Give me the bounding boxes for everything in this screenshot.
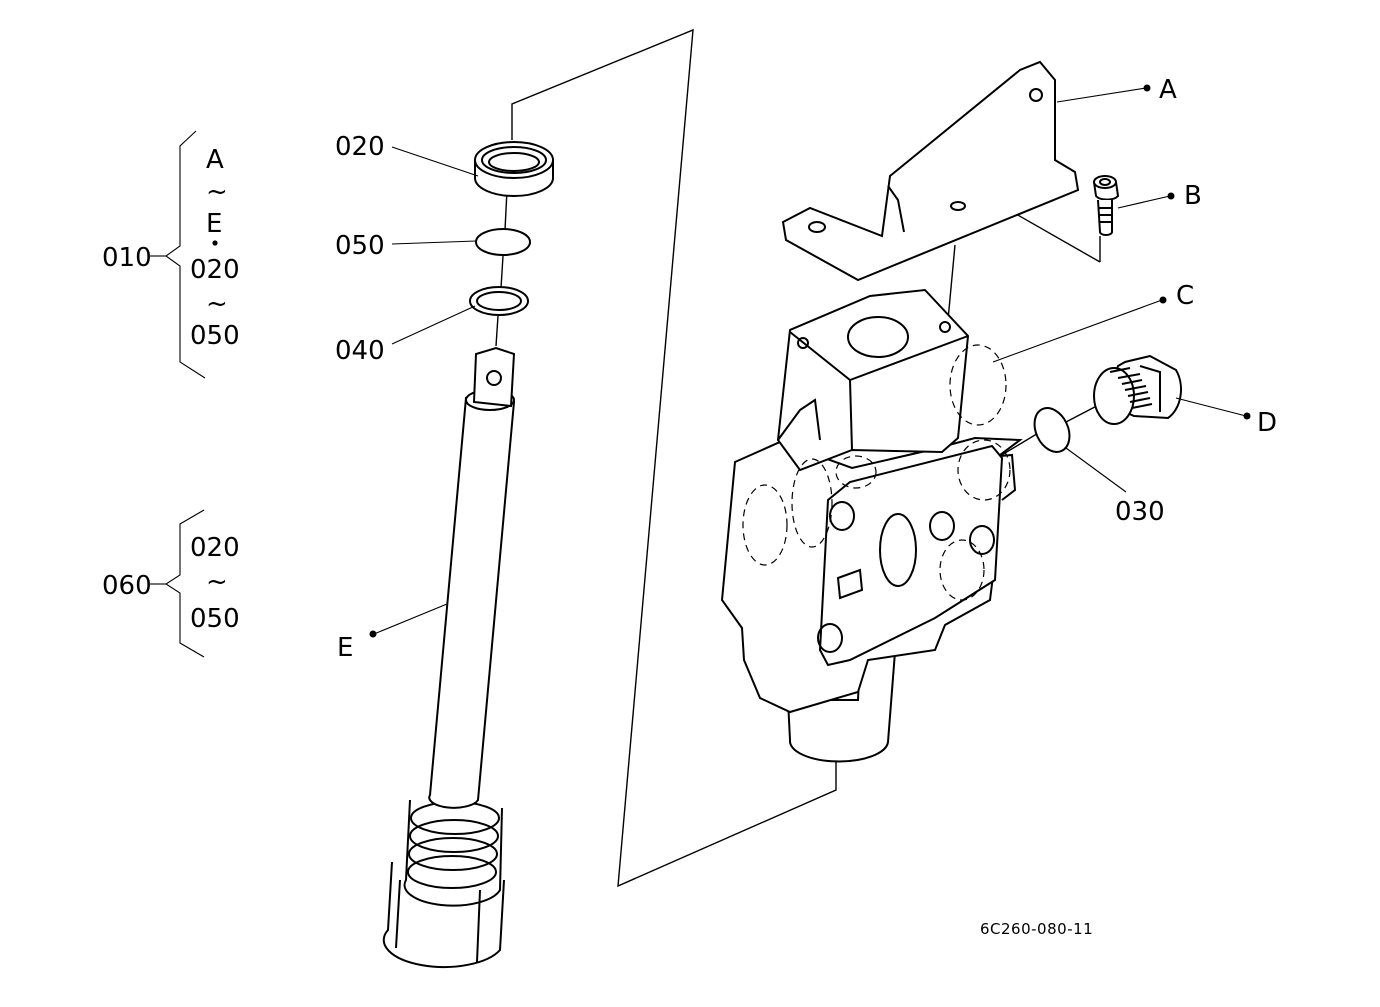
leader-030 <box>1065 447 1127 493</box>
label-010[interactable]: 010 <box>102 243 152 273</box>
label-040[interactable]: 040 <box>335 336 385 366</box>
group-060-line3: 050 <box>190 604 240 634</box>
leader-D <box>1175 397 1247 417</box>
group-010-line4: 020 <box>190 255 240 285</box>
label-020[interactable]: 020 <box>335 132 385 162</box>
plug-D[interactable] <box>1093 354 1182 425</box>
oring-050[interactable] <box>475 228 531 256</box>
label-050[interactable]: 050 <box>335 231 385 261</box>
label-E[interactable]: E <box>337 633 353 663</box>
group-060-bracket <box>150 509 205 658</box>
assembly-lines <box>495 28 1113 888</box>
spool-E[interactable] <box>382 346 516 969</box>
seal-020[interactable] <box>474 141 554 197</box>
group-010-line2: ~ <box>206 177 228 207</box>
label-060[interactable]: 060 <box>102 571 152 601</box>
cap-screw-B[interactable] <box>1093 175 1120 236</box>
leader-040 <box>391 305 476 345</box>
leader-A <box>1056 87 1147 103</box>
leader-B <box>1117 195 1171 209</box>
drawing-code: 6C260-080-11 <box>980 920 1093 938</box>
group-010-line3: E <box>206 209 222 239</box>
group-010-bracket <box>150 130 218 379</box>
label-B[interactable]: B <box>1184 181 1202 211</box>
leader-050 <box>391 240 477 245</box>
group-060-line2: ~ <box>206 567 228 597</box>
group-010-line5: ~ <box>206 289 228 319</box>
group-060-line1: 020 <box>190 533 240 563</box>
leader-020 <box>391 146 479 177</box>
group-010-line6: 050 <box>190 321 240 351</box>
valve-body-C[interactable] <box>720 288 1023 763</box>
label-C[interactable]: C <box>1176 281 1194 311</box>
leader-E <box>373 603 448 635</box>
label-D[interactable]: D <box>1257 408 1277 438</box>
label-A[interactable]: A <box>1159 75 1177 105</box>
backup-ring-040[interactable] <box>469 286 529 316</box>
oring-030[interactable] <box>1028 402 1076 457</box>
bracket-A[interactable] <box>781 60 1080 282</box>
leader-C <box>992 299 1163 363</box>
label-030[interactable]: 030 <box>1115 497 1165 527</box>
group-010-line1: A <box>206 145 224 175</box>
